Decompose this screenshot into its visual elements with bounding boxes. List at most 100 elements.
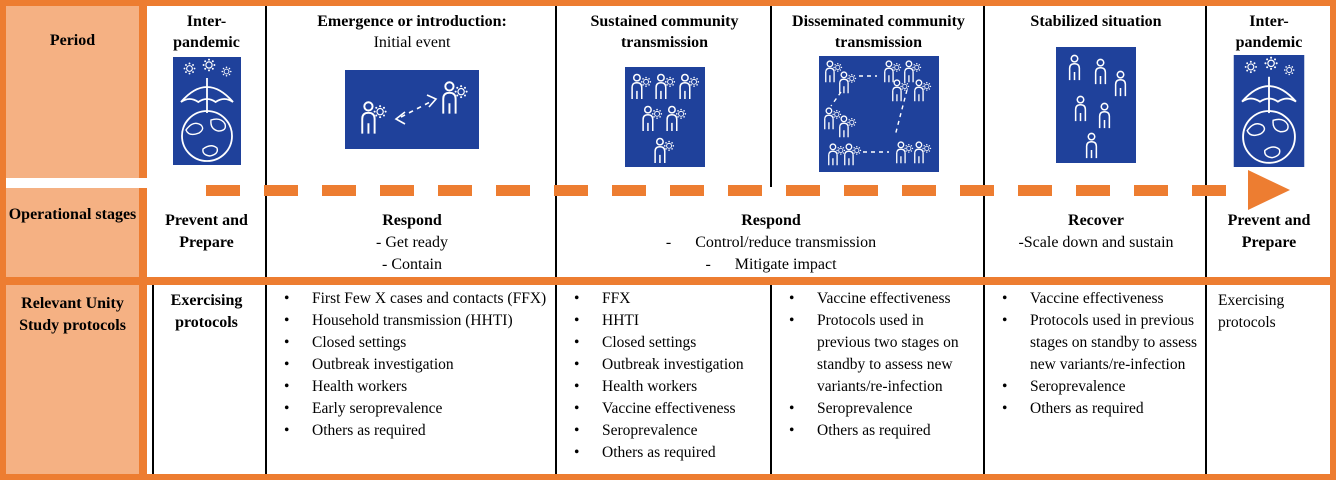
people-network-virus-icon [818, 56, 939, 172]
protocols-cell-exercising-end: Exercising protocols [1208, 285, 1330, 474]
list-item: Seroprevalence [986, 376, 1203, 398]
protocols-cell-emergence: First Few X cases and contacts (FFX)Hous… [268, 285, 556, 474]
list-item: Protocols used in previous stages on sta… [986, 310, 1203, 376]
period-title: Sustained community transmission [590, 6, 738, 53]
list-item: Stabilized situation [1030, 13, 1162, 30]
stage-title: Respond [741, 212, 801, 229]
list-item: First Few X cases and contacts (FFX) [268, 288, 553, 310]
period-title: Inter-pandemic [1236, 6, 1303, 53]
stage-details: - Control/reduce transmission - Mitigate … [558, 232, 984, 276]
list-item: Vaccine effectiveness [558, 398, 768, 420]
grid-line [265, 6, 267, 277]
list-item: Health workers [558, 376, 768, 398]
list-item: Others as required [268, 420, 553, 442]
list-item: transmission [834, 34, 923, 51]
list-item: Vaccine effectiveness [986, 288, 1203, 310]
period-title: Stabilized situation [1030, 6, 1161, 32]
period-cell-disseminated: Disseminated community transmission [773, 6, 984, 185]
timeline-dashed-arrow [206, 185, 1250, 196]
protocols-note: Exercising protocols [1218, 292, 1285, 331]
period-cell-interpandemic-end: Inter-pandemic [1208, 6, 1330, 185]
period-title: Emergence or introduction: [317, 6, 507, 32]
row-label-period-text: Period [49, 32, 96, 49]
protocol-list: Vaccine effectivenessProtocols used in p… [986, 285, 1206, 420]
protocol-list: First Few X cases and contacts (FFX)Hous… [268, 285, 556, 442]
grid-line [1205, 285, 1207, 474]
stage-cell-respond-initial: Respond - Get ready - Contain [268, 196, 556, 276]
list-item: Health workers [268, 376, 553, 398]
list-item: -Scale down and sustain [1018, 234, 1174, 251]
period-subtitle: Initial event [373, 34, 451, 51]
list-item: FFX [558, 288, 768, 310]
list-item: Closed settings [558, 332, 768, 354]
grid-line [555, 6, 557, 277]
list-item: Seroprevalence [558, 420, 768, 442]
period-title: Inter-pandemic [173, 6, 240, 53]
row-label-period: Period [6, 6, 147, 178]
list-item: Closed settings [268, 332, 553, 354]
list-item: pandemic [173, 34, 240, 51]
row-label-stages-text: Operational stages [8, 206, 137, 223]
list-item: Inter- [1249, 13, 1289, 30]
list-item: Outbreak investigation [558, 354, 768, 376]
list-item: Vaccine effectiveness [773, 288, 981, 310]
stage-cell-prevent-prepare-end: Prevent and Prepare [1208, 196, 1330, 276]
list-item: Seroprevalence [773, 398, 981, 420]
umbrella-globe-virus-icon [172, 57, 241, 165]
protocol-list: FFXHHTIClosed settingsOutbreak investiga… [558, 285, 771, 464]
stage-cell-respond-transmission: Respond - Control/reduce transmission - M… [558, 196, 984, 276]
stage-cell-recover: Recover -Scale down and sustain [986, 196, 1206, 276]
row-label-operational-stages: Operational stages [6, 188, 147, 277]
grid-line [770, 285, 772, 474]
list-item: Protocols used in previous two stages on… [773, 310, 981, 398]
list-item: pandemic [1235, 34, 1303, 51]
period-cell-stabilized: Stabilized situation [986, 6, 1206, 185]
list-item: Early seroprevalence [268, 398, 553, 420]
umbrella-globe-virus-icon [1233, 55, 1305, 167]
list-item: - Get ready [376, 234, 448, 251]
list-item: transmission [620, 34, 709, 51]
row-divider [0, 277, 1336, 285]
grid-line [152, 285, 154, 474]
protocols-cell-stabilized: Vaccine effectivenessProtocols used in p… [986, 285, 1206, 474]
stage-cell-prevent-prepare-start: Prevent and Prepare [147, 196, 266, 276]
list-item: Others as required [986, 398, 1203, 420]
protocols-cell-exercising-start: Exercising protocols [147, 285, 266, 474]
list-item: Inter- [186, 13, 227, 30]
list-item: Outbreak investigation [268, 354, 553, 376]
protocol-list: Vaccine effectivenessProtocols used in p… [773, 285, 984, 442]
stage-details: -Scale down and sustain [986, 232, 1206, 254]
grid-line [770, 6, 772, 187]
list-item: Emergence or introduction: [317, 13, 507, 30]
period-cell-interpandemic-start: Inter-pandemic [147, 6, 266, 185]
list-item: Others as required [773, 420, 981, 442]
row-label-unity-protocols: Relevant Unity Study protocols [6, 285, 147, 474]
list-item: Household transmission (HHTI) [268, 310, 553, 332]
list-item: Sustained community [590, 13, 739, 30]
stage-title: Respond [382, 212, 442, 229]
people-icon [1056, 47, 1136, 163]
protocols-note: Exercising protocols [170, 292, 243, 331]
protocols-cell-disseminated: Vaccine effectivenessProtocols used in p… [773, 285, 984, 474]
list-item: HHTI [558, 310, 768, 332]
list-item: Disseminated community [792, 13, 965, 30]
row-label-protocols-text: Relevant Unity Study protocols [19, 295, 126, 334]
protocols-cell-sustained: FFXHHTIClosed settingsOutbreak investiga… [558, 285, 771, 474]
list-item: - Contain [382, 256, 442, 273]
arrow-head-icon [1248, 170, 1290, 210]
grid-line [983, 285, 985, 474]
grid-line [265, 285, 267, 474]
stage-title: Recover [1068, 212, 1124, 229]
list-item: Others as required [558, 442, 768, 464]
grid-line [983, 6, 985, 277]
stage-title: Prevent and Prepare [1227, 212, 1311, 251]
period-cell-sustained: Sustained community transmission [558, 6, 771, 185]
stage-details: - Get ready - Contain [268, 232, 556, 276]
list-item: - Control/reduce transmission [665, 234, 877, 251]
person-to-person-transmission-icon [345, 70, 479, 149]
list-item: - Mitigate impact [705, 256, 837, 273]
period-cell-emergence: Emergence or introduction: Initial event [268, 6, 556, 185]
people-cluster-virus-icon [624, 67, 705, 167]
stage-title: Prevent and Prepare [165, 212, 248, 251]
